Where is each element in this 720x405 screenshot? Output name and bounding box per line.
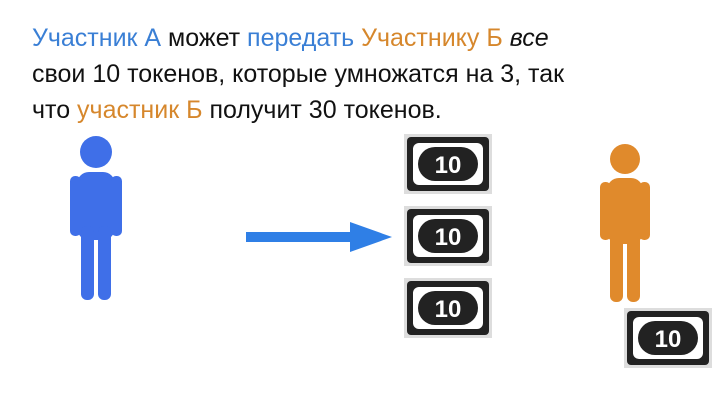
caption-fragment: может: [161, 24, 248, 52]
participant-a-person-icon: [70, 136, 122, 300]
token-banknote-icon: 10: [404, 134, 492, 194]
participant-b-label-2: участник Б: [77, 96, 203, 124]
transfer-verb: передать: [247, 24, 355, 52]
token-value-label: 10: [435, 152, 462, 179]
participant-b-label: Участнику Б: [361, 24, 503, 52]
caption-fragment: что: [32, 96, 78, 124]
caption-line-3: что участник Б получит 30 токенов.: [32, 92, 692, 128]
participant-b-person-icon: [600, 144, 650, 302]
token-banknote-icon: 10: [624, 308, 712, 368]
token-banknote-icon: 10: [404, 278, 492, 338]
token-value-label: 10: [435, 224, 462, 251]
caption-space: [503, 24, 510, 52]
emphasis-all: все: [509, 24, 549, 52]
explanation-text: Участник А может передать Участнику Б вс…: [32, 20, 692, 128]
token-banknote-icon: 10: [404, 206, 492, 266]
token-value-label: 10: [655, 326, 682, 353]
caption-line-2: свои 10 токенов, которые умножатся на 3,…: [32, 60, 565, 88]
participant-a-label: Участник А: [32, 24, 162, 52]
transfer-arrow-icon: [246, 222, 392, 252]
token-value-label: 10: [435, 296, 462, 323]
caption-fragment: получит 30 токенов.: [202, 96, 442, 124]
caption-line-1: Участник А может передать Участнику Б вс…: [32, 20, 692, 56]
